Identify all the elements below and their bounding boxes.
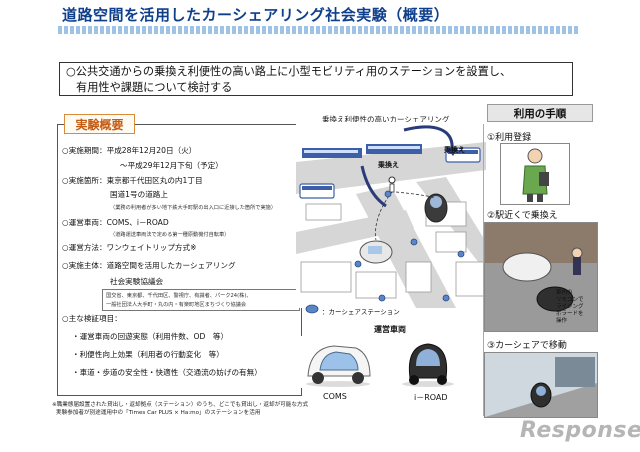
location-line: ○実施箇所：東京都千代田区丸の内1丁目 [62,176,203,185]
iroad-photo [398,336,458,388]
station-legend-icon [305,304,319,314]
procedure-heading: 利用の手順 [487,104,593,122]
vehicles-line: ○運営車両：COMS、i－ROAD [62,218,169,227]
organizer-line: ○実施主体：道路空間を活用したカーシェアリング [62,261,236,270]
summary-line-1: ○公共交通からの乗換え利便性の高い路上に小型モビリティ用のステーションを設置し、 [66,65,512,78]
verification-heading: ○主な検証項目： [62,314,122,323]
station-legend-label: ：カーシェアステーション [322,308,400,316]
coms-label: COMS [323,392,347,401]
footnote: ※職業態届設置された貸出し・返却拠点（ステーション）のうち、どこでも貸出し・返却… [52,401,308,417]
map-title: 乗換え利便性の高いカーシェアリング [322,115,450,124]
title-underline [58,26,578,34]
period-line: ○実施期間：平成28年12月20日（火） [62,146,197,155]
iroad-vehicle-icon [424,193,448,223]
caption-line: 操作 [556,318,568,324]
members-box: 国交省、東京都、千代田区、警視庁、有識者、パーク24(株)、 一般社団法人大手町… [102,289,300,311]
experiment-outline-box: ○実施期間：平成28年12月20日（火） ～平成29年12月下旬（予定） ○実施… [57,124,302,396]
coms-vehicle-icon [359,240,393,264]
procedure-column [483,124,597,416]
summary-line-2: 有用性や課題について検討する [76,81,233,94]
coms-photo [300,336,376,388]
step-1-label: ①利用登録 [487,133,532,143]
footnote-line-1: ※職業態届設置された貸出し・返却拠点（ステーション）のうち、どこでも貸出し・返却… [52,402,309,408]
vehicles-title: 運営車両 [374,325,406,334]
transfer-label-right: 乗換え [444,146,465,154]
step-3-label: ③カーシェアで移動 [487,341,567,351]
step-1-illustration [500,143,570,205]
caption-line: リモコンで [556,297,584,303]
location-note: （業務の利用者が多い地下鉄大手町駅の出入口に近接した箇所で実施） [110,205,277,211]
step-2-illustration [484,222,598,332]
verification-item-2: ・利便性向上効果（利用者の行動変化 等） [72,350,224,359]
location-road-line: 国道1号の道路上 [110,190,168,199]
summary-box: ○公共交通からの乗換え利便性の高い路上に小型モビリティ用のステーションを設置し、… [59,62,573,96]
members-line-2: 一般社団法人大手町・丸の内・有楽町地区まちづくり協議会 [106,302,247,308]
response-logo: Response. [520,418,640,443]
members-line-1: 国交省、東京都、千代田区、警視庁、有識者、パーク24(株)、 [106,293,252,299]
verification-item-1: ・運営車両の回遊実態（利用件数、OD 等） [72,332,229,341]
organizer-council-line: 社会実験協議会 [110,277,164,286]
iroad-label: i－ROAD [414,393,448,402]
step-2-label: ②駅近くで乗換え [487,211,558,221]
method-line: ○運営方法：ワンウェイトリップ方式※ [62,243,197,252]
period-end-line: ～平成29年12月下旬（予定） [120,161,223,170]
transfer-label-left: 乗換え [378,161,399,169]
city-map-illustration [296,122,486,308]
step-2-caption: 車内の リモコンで ライジング ボラードを 操作 [556,290,584,325]
experiment-heading: 実験概要 [64,114,135,134]
step-3-illustration [484,352,598,418]
verification-item-3: ・車道・歩道の安全性・快適性（交通流の妨げの有無） [72,368,262,377]
page-title: 道路空間を活用したカーシェアリング社会実験（概要） [62,6,450,24]
caption-line: ボラードを [556,311,584,317]
footnote-line-2: 実験参加者が別途運用中の「Times Car PLUS × Ha:mo」のステー… [56,410,261,416]
caption-line: ライジング [556,304,584,310]
vehicles-note: （道路運送車両法で定める第一種原動機付自転車） [110,232,230,238]
train-icon [302,144,422,158]
caption-line: 車内の [556,290,573,296]
